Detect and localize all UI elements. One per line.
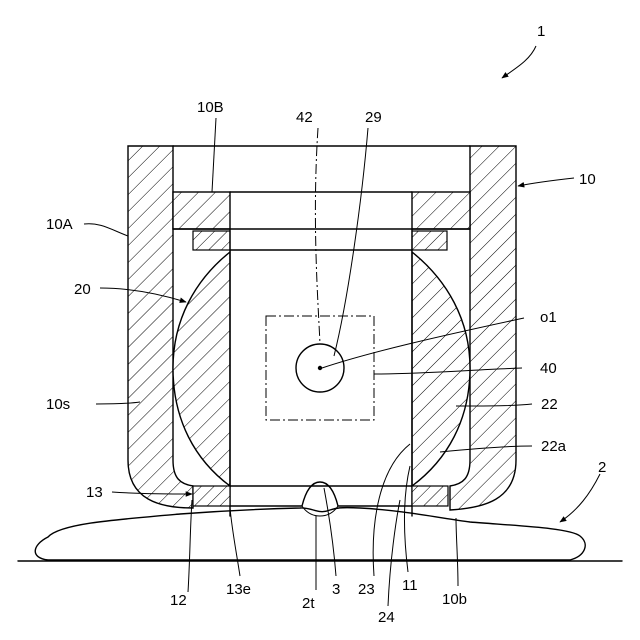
label-24: 24 [378, 609, 395, 626]
label-10s: 10s [46, 396, 70, 413]
leader-29 [334, 128, 368, 356]
label-2: 2 [598, 459, 606, 476]
label-23: 23 [358, 581, 375, 598]
label-42: 42 [296, 109, 313, 126]
leader-10b [456, 518, 458, 586]
plate-upper-right [412, 231, 447, 250]
label-10B: 10B [197, 99, 224, 116]
leader-10A [84, 224, 128, 236]
leader-24 [388, 500, 400, 606]
label-20: 20 [74, 281, 91, 298]
ring-10B-right [412, 192, 470, 229]
leader-2 [560, 474, 600, 522]
axis-42 [315, 128, 320, 344]
plate-lower-right [412, 486, 448, 506]
label-13e: 13e [226, 581, 251, 598]
center-o1 [318, 366, 322, 370]
leader-10B [212, 118, 216, 192]
label-22: 22 [541, 396, 558, 413]
label-1: 1 [537, 23, 545, 40]
label-13: 13 [86, 484, 103, 501]
label-22a: 22a [541, 438, 567, 455]
ball-left-half [173, 252, 230, 486]
ball-right-half [412, 252, 470, 486]
leader-11 [405, 466, 411, 572]
label-12: 12 [170, 592, 187, 609]
leader-3 [324, 488, 336, 576]
label-11: 11 [402, 577, 418, 594]
leader-1 [502, 46, 536, 78]
label-3: 3 [332, 581, 340, 598]
label-10: 10 [579, 171, 596, 188]
ring-10B-left [173, 192, 230, 229]
label-29: 29 [365, 109, 382, 126]
label-o1: o1 [540, 309, 557, 326]
plate-upper-left [193, 231, 230, 250]
label-40: 40 [540, 360, 557, 377]
leader-13e [230, 508, 240, 576]
substrate-2 [35, 508, 585, 560]
plate-lower-left [193, 486, 230, 506]
leader-10 [518, 178, 574, 186]
label-10A: 10A [46, 216, 73, 233]
label-2t: 2t [302, 595, 315, 612]
label-10b: 10b [442, 591, 467, 608]
